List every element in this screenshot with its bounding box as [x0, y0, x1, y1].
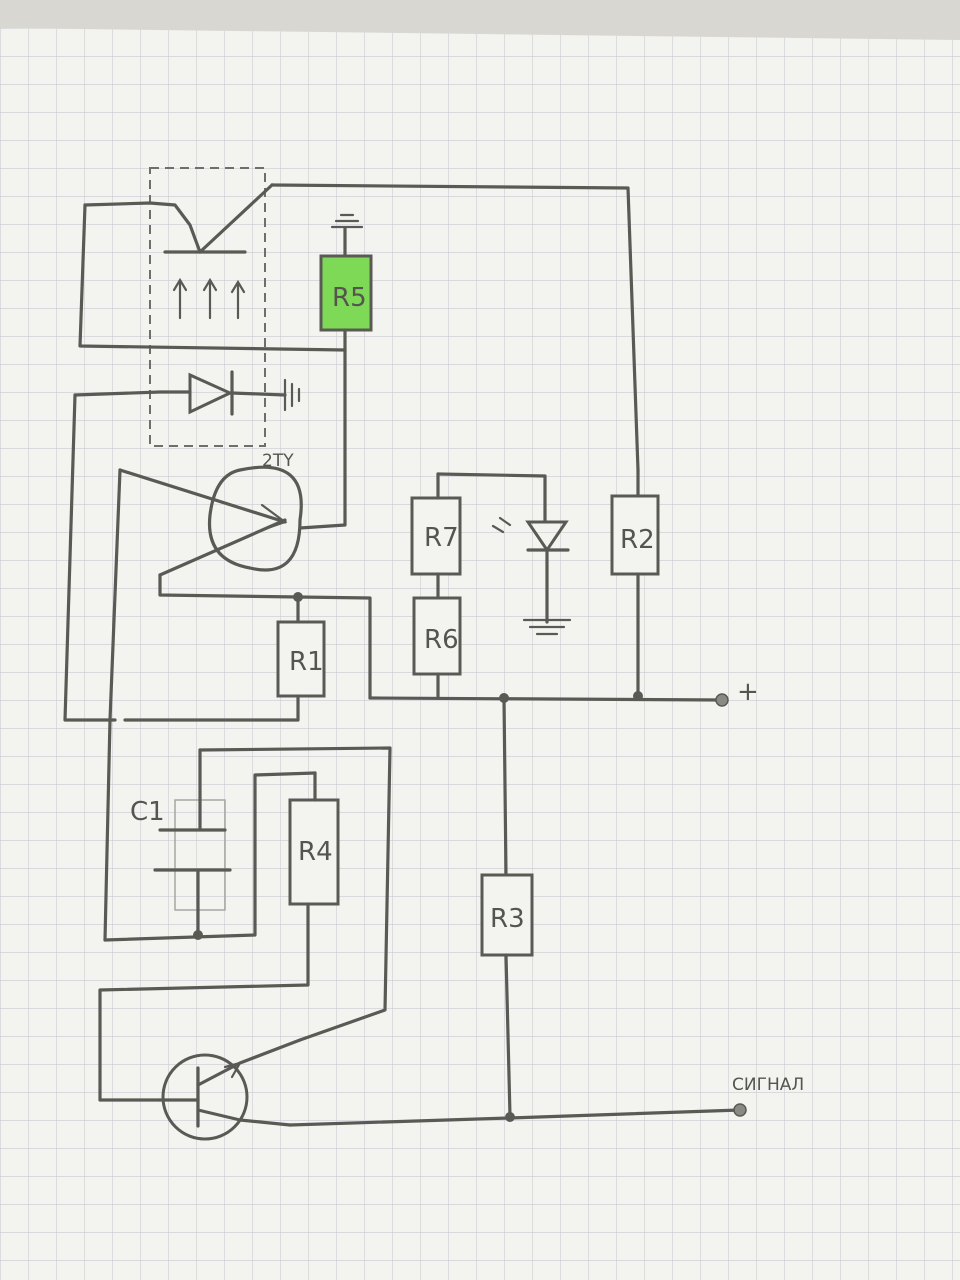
wire-r5-to-lamp	[298, 348, 347, 530]
label-r3: R3	[490, 904, 525, 934]
resistor-r1	[276, 620, 326, 698]
ground-r5	[330, 213, 364, 258]
wire-cap-bottom	[103, 771, 317, 942]
lamp-2ty: 2TY	[118, 451, 303, 577]
wire-left-outer	[63, 393, 117, 722]
wire-cap-top	[198, 746, 392, 1042]
led-d2	[491, 516, 572, 636]
label-r1: R1	[289, 647, 324, 677]
capacitor-c1: C1	[130, 748, 232, 937]
label-2ty: 2TY	[262, 451, 294, 471]
phototransistor-module	[83, 167, 274, 447]
label-signal: CИГНАЛ	[732, 1075, 804, 1095]
optocoupler-dashed-box	[149, 167, 266, 447]
wire-left-top	[78, 203, 347, 352]
terminal-plus	[715, 693, 729, 707]
resistor-r4	[288, 798, 340, 906]
label-r2: R2	[620, 525, 655, 555]
wire-lamp-bottom	[158, 573, 372, 700]
label-r6: R6	[424, 625, 459, 655]
label-c1: C1	[130, 797, 165, 827]
label-r5: R5	[332, 283, 367, 313]
resistor-r7	[410, 496, 462, 576]
terminal-signal	[733, 1103, 747, 1117]
wire-top-rail	[270, 183, 640, 472]
label-plus: +	[737, 677, 759, 707]
wire-plus-rail	[368, 696, 724, 702]
label-r4: R4	[298, 837, 333, 867]
transistor-vt1	[158, 1038, 302, 1141]
diode-d1	[73, 370, 301, 416]
paper-grid	[0, 28, 960, 1280]
resistor-r6	[412, 596, 462, 676]
label-r7: R7	[424, 523, 459, 553]
wire-lamp-left	[103, 468, 122, 942]
resistor-r2	[610, 494, 660, 576]
